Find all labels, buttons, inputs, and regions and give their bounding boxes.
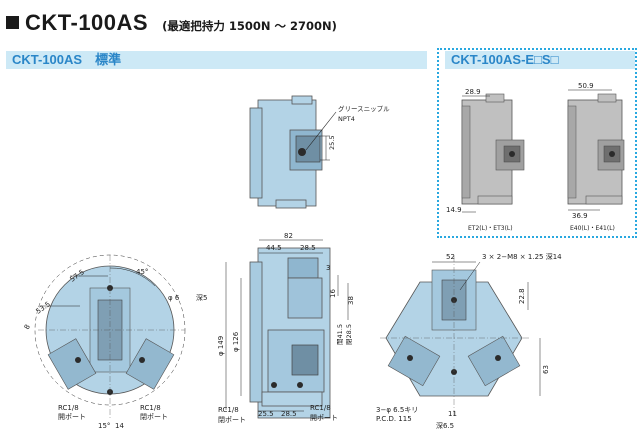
- model-name: CKT-100AS: [25, 10, 149, 35]
- upper-25-dim: 25.5: [328, 136, 336, 150]
- dim-28-5-bottom: 28.5: [281, 410, 297, 418]
- front-port-b-label: 閉ポート: [140, 413, 168, 421]
- main-side-view: [225, 239, 349, 419]
- dim-28-5-top: 28.5: [300, 244, 316, 252]
- side-port-left-label: 閉ポート: [218, 416, 246, 424]
- dim-25-5: 25.5: [258, 410, 274, 418]
- dim-closed: 閉28.5: [345, 324, 353, 345]
- page-title: CKT-100AS (最適把持力 1500N ～ 2700N): [6, 10, 337, 36]
- option-view-right: [567, 89, 625, 211]
- title-square-icon: [6, 16, 19, 29]
- front-dia-6: φ 6: [168, 294, 180, 302]
- opt-right-dim-top: 50.9: [578, 82, 594, 90]
- dim-dia-126: φ 126: [232, 331, 240, 352]
- opt-right-dim-bottom: 36.9: [572, 212, 588, 220]
- option-view-left: [461, 93, 525, 213]
- front-view: [34, 254, 186, 418]
- front-depth-5: 深5: [196, 293, 207, 302]
- top-view: [380, 256, 541, 416]
- front-port-a: RC1/8: [58, 404, 79, 412]
- side-port-right: RC1/8: [310, 404, 331, 412]
- top-width-52: 52: [446, 253, 455, 261]
- dim-44-5: 44.5: [266, 244, 282, 252]
- dim-16: 16: [329, 289, 337, 298]
- dim-38: 38: [347, 296, 355, 305]
- front-dist-8: 8: [23, 323, 32, 331]
- dim-open: 開41.5: [336, 324, 344, 345]
- grease-nipple-label: グリースニップル: [338, 104, 390, 113]
- section-header-standard: CKT-100AS 標準: [6, 51, 427, 69]
- section-header-option: CKT-100AS-E□S□: [445, 51, 635, 69]
- front-angle-15: 15°: [98, 422, 110, 430]
- option-frame: [437, 48, 637, 238]
- top-holes: 3−φ 6.5キリ: [376, 406, 418, 414]
- top-tap-spec: 3 × 2−M8 × 1.25 深14: [482, 252, 562, 261]
- dim-82: 82: [284, 232, 293, 240]
- top-dim-11: 11: [448, 410, 457, 418]
- gripping-force-note: (最適把持力 1500N ～ 2700N): [162, 19, 337, 33]
- opt-left-caption: ET2(L)・ET3(L): [468, 225, 513, 232]
- top-dim-22-8: 22.8: [518, 288, 526, 304]
- front-dist-14: 14: [115, 422, 124, 430]
- top-pcd: P.C.D. 115: [376, 415, 412, 423]
- npt-label: NPT4: [338, 115, 355, 123]
- front-angle-45: 45°: [136, 268, 148, 276]
- front-port-b: RC1/8: [140, 404, 161, 412]
- side-port-left: RC1/8: [218, 406, 239, 414]
- side-port-right-label: 開ポート: [310, 414, 338, 422]
- front-port-a-label: 開ポート: [58, 413, 86, 421]
- top-dim-63: 63: [542, 365, 550, 374]
- top-depth-6-5: 深6.5: [436, 421, 454, 430]
- opt-left-dim-top: 28.9: [465, 88, 481, 96]
- dim-dia-149: φ 149: [217, 336, 225, 356]
- upper-side-view: [249, 95, 337, 209]
- opt-right-caption: E40(L)・E41(L): [570, 225, 615, 232]
- opt-left-dim-bottom: 14.9: [446, 206, 462, 214]
- dim-3: 3: [326, 264, 330, 272]
